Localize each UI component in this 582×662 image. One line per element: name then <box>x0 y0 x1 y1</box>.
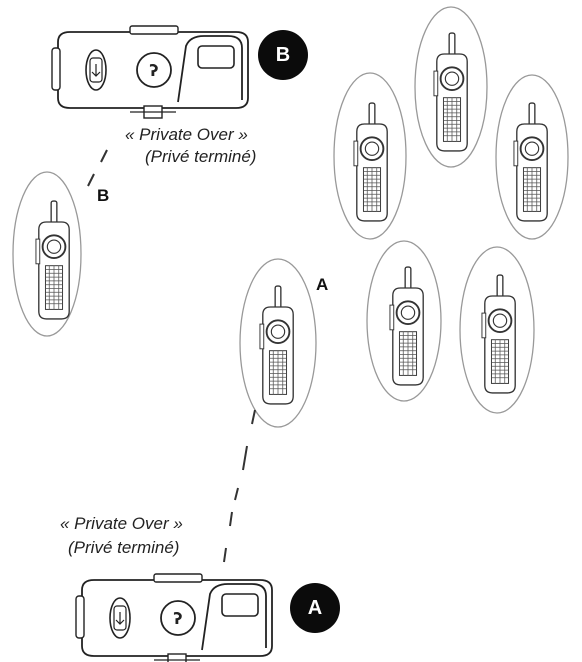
group-radio-top-right <box>495 74 569 240</box>
receiver-label-b: B <box>97 186 110 205</box>
receiver-radio-a <box>239 258 317 428</box>
group-radio-top-center <box>414 6 488 168</box>
sender-badge-a: A <box>290 583 340 633</box>
sender-radio-b <box>51 25 249 119</box>
sender-badge-b: B <box>258 30 308 80</box>
private-over-caption-a-french: (Privé terminé) <box>68 538 180 557</box>
private-over-caption-b: « Private Over » <box>125 125 248 144</box>
receiver-radio-b <box>12 171 82 337</box>
sender-radio-a <box>75 573 273 662</box>
transmission-line-b <box>87 149 108 187</box>
group-radio-bottom-right <box>459 246 535 414</box>
transmission-line-a <box>223 409 256 563</box>
private-over-caption-b-french: (Privé terminé) <box>145 147 257 166</box>
private-over-caption-a: « Private Over » <box>60 514 183 533</box>
group-radio-top-left <box>333 72 407 240</box>
receiver-label-a: A <box>316 275 329 294</box>
group-radio-bottom-left <box>366 240 442 402</box>
